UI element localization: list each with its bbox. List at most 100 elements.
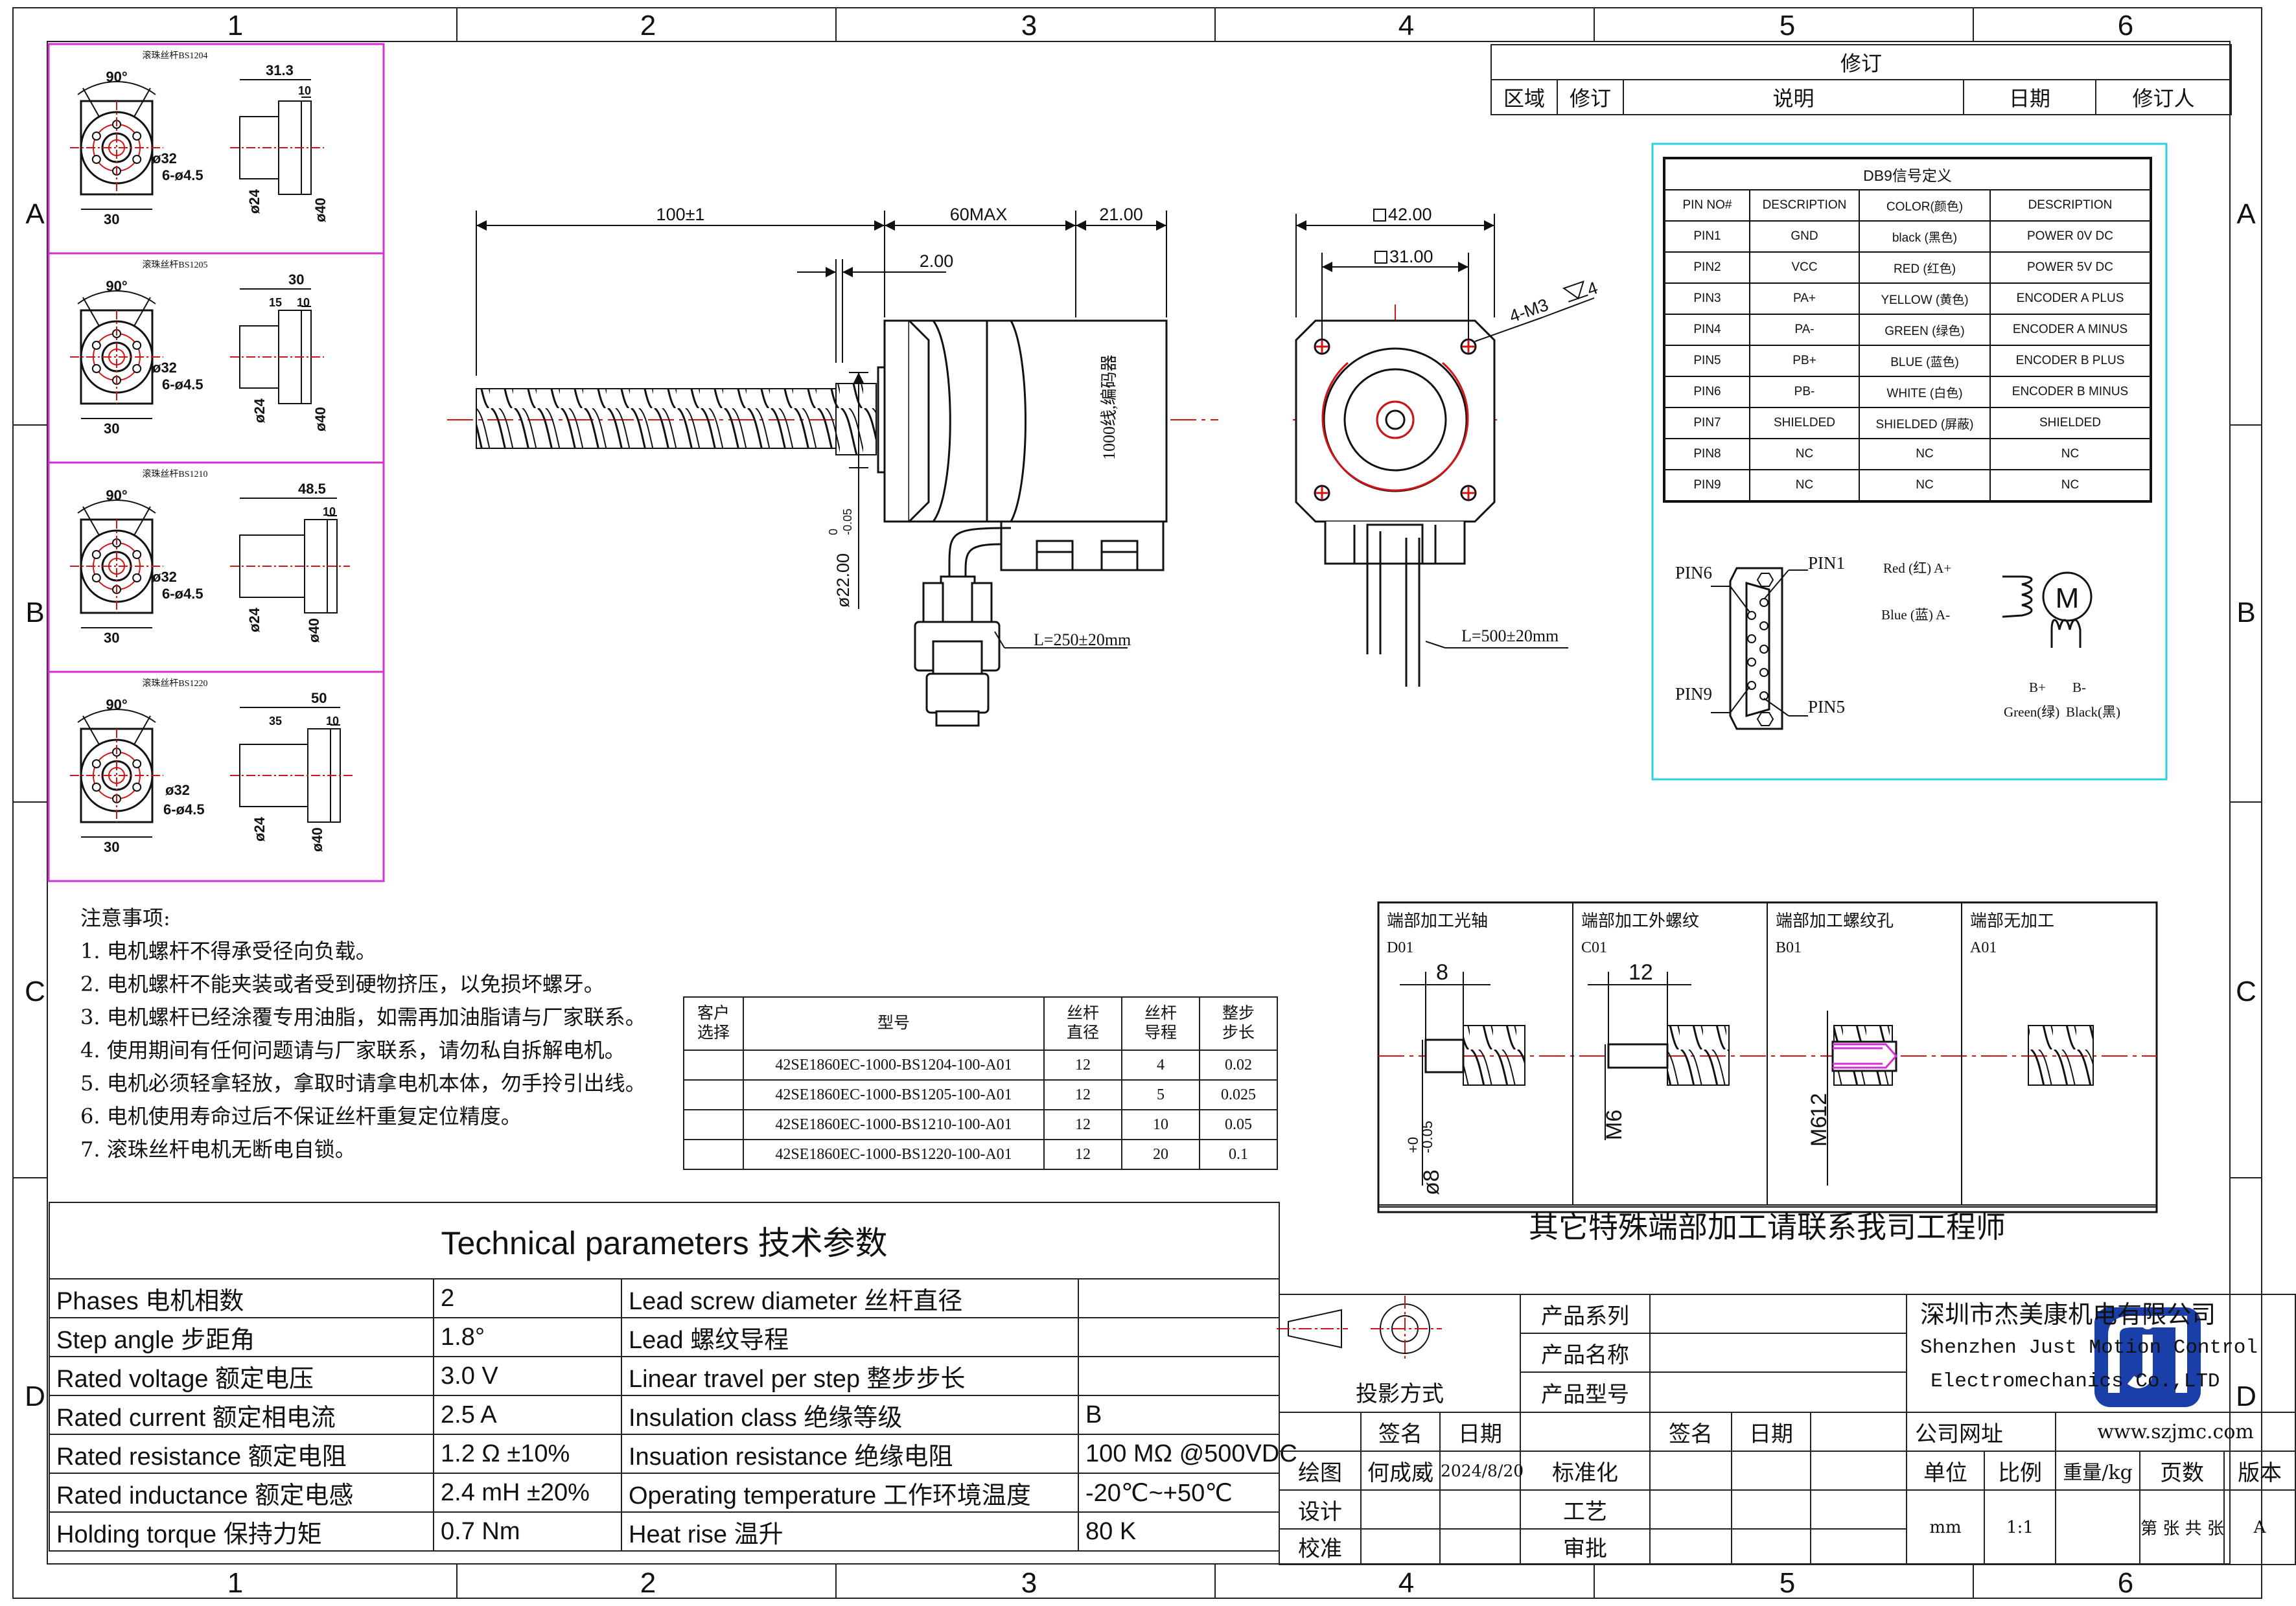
model-cell: 42SE1860EC-1000-BS1210-100-A01: [743, 1109, 1045, 1140]
model-header: 丝杆 直径: [1043, 996, 1122, 1051]
revision-header: 修订: [1557, 79, 1624, 115]
db9-cell: ENCODER A MINUS: [1989, 314, 2151, 346]
model-cell: 4: [1121, 1050, 1200, 1081]
b-minus: B-: [2072, 680, 2086, 695]
motor-body: [883, 319, 1168, 571]
flange-dim: ø24: [246, 189, 262, 214]
flange-dim: 10: [297, 296, 310, 309]
pin-label-5: PIN5: [1808, 697, 1845, 717]
model-cell: 0.1: [1199, 1139, 1278, 1170]
customer-select-cell[interactable]: [683, 1139, 744, 1170]
end-cell-code: B01: [1776, 939, 1802, 956]
param-value: [1078, 1356, 1280, 1396]
db9-cell: PIN2: [1664, 251, 1750, 284]
col-label: 1: [227, 10, 243, 41]
db9-title: DB9信号定义: [1664, 157, 2151, 190]
end-cell-code: D01: [1387, 939, 1413, 956]
db9-cell: PA-: [1749, 314, 1860, 346]
db9-cell: PB+: [1749, 345, 1860, 377]
notes-section: 注意事项: 1. 电机螺杆不得承受径向负载。2. 电机螺杆不能夹装或者受到硬物挤…: [80, 902, 664, 1166]
db9-cell: PB-: [1749, 376, 1860, 408]
flange-dim: 31.3: [266, 62, 294, 78]
revision-header: 修订人: [2094, 79, 2232, 115]
end-cell-dim: 12: [1629, 960, 1653, 985]
customer-select-cell[interactable]: [683, 1109, 744, 1140]
param-label: Holding torque 保持力矩: [49, 1511, 434, 1552]
end-cell-dim: 8: [1436, 960, 1448, 985]
flange-dim: 30: [104, 839, 119, 855]
row-label: C: [2236, 976, 2256, 1007]
flange-dim: ø32: [152, 569, 177, 585]
flange-angle: 90°: [106, 487, 127, 503]
revision-header: 区域: [1490, 79, 1558, 115]
flange-dim: ø24: [251, 398, 268, 423]
db9-cell: GREEN (绿色): [1859, 314, 1991, 346]
flange-angle: 90°: [106, 278, 127, 294]
db9-cell: YELLOW (黄色): [1859, 282, 1991, 315]
scale-value: 1:1: [1984, 1489, 2057, 1565]
col-label: 4: [1398, 1567, 1414, 1599]
draw-label: 绘图: [1279, 1451, 1362, 1491]
end-cell-title: 端部加工光轴: [1387, 912, 1488, 930]
b-plus: B+: [2029, 680, 2046, 695]
col-label: 2: [640, 1567, 656, 1599]
flange-dim: 15: [269, 296, 282, 309]
param-value: -20℃~+50℃: [1078, 1473, 1280, 1513]
param-label: Phases 电机相数: [49, 1278, 434, 1318]
col-label: 3: [1021, 1567, 1037, 1599]
note-item: 7. 滚珠丝杆电机无断电自锁。: [80, 1137, 356, 1162]
db9-cell: PIN4: [1664, 314, 1750, 346]
version-value: A: [2223, 1489, 2296, 1565]
pages-value: 第 张 共 张: [2139, 1489, 2225, 1565]
col-label: 2: [640, 10, 656, 41]
dim-length: 100±1: [656, 205, 705, 224]
motor-symbol: M: [2056, 582, 2080, 614]
db9-cell: NC: [1749, 469, 1860, 502]
frame-border: [12, 7, 2262, 1599]
check-label: 校准: [1279, 1528, 1362, 1565]
end-cell-title: 端部加工螺纹孔: [1776, 912, 1894, 930]
db9-cell: PIN1: [1664, 220, 1750, 253]
end-machining-cells: 端部加工光轴D01端部加工外螺纹C01端部加工螺纹孔B01端部无加工A018ø8…: [1387, 912, 2054, 1244]
motor-front-view: 42.00 31.00 4-M3 4 L=500±20mm: [1293, 205, 1600, 687]
end-machining-panel: [1377, 901, 2158, 1213]
flange-dim: 50: [311, 690, 327, 706]
svg-text:-0.05: -0.05: [841, 509, 854, 535]
dim-rear: 21.00: [1099, 205, 1143, 224]
note-item: 5. 电机必须轻拿轻放，拿取时请拿电机本体，勿手拎引出线。: [80, 1071, 646, 1096]
param-label: Rated inductance 额定电感: [49, 1473, 434, 1513]
db9-pinout-diagram: PIN6 PIN1 PIN9 PIN5 M Red (红) A+ Blue (蓝…: [1675, 553, 2120, 730]
db9-cell: NC: [1859, 469, 1991, 502]
pin-label-1: PIN1: [1808, 553, 1845, 573]
col-label: 6: [2118, 1567, 2133, 1599]
drawer-name: 何成威: [1360, 1451, 1441, 1491]
param-label: Lead 螺纹导程: [621, 1317, 1079, 1357]
row-label: D: [25, 1381, 45, 1412]
db9-cell: PIN8: [1664, 438, 1750, 470]
pages-label: 页数: [2139, 1451, 2225, 1491]
param-value: 2.5 A: [433, 1395, 622, 1435]
model-cell: 5: [1121, 1079, 1200, 1110]
param-value: [1078, 1278, 1280, 1318]
db9-cell: VCC: [1749, 251, 1860, 284]
param-value: 1.2 Ω ±10%: [433, 1434, 622, 1474]
model-cell: 20: [1121, 1139, 1200, 1170]
sign-label: 签名: [1360, 1412, 1441, 1452]
param-value: 3.0 V: [433, 1356, 622, 1396]
customer-select-cell[interactable]: [683, 1050, 744, 1081]
flange-dim: ø32: [152, 360, 177, 376]
flange-angle: 90°: [106, 696, 127, 713]
param-label: Linear travel per step 整步步长: [621, 1356, 1079, 1396]
customer-select-cell[interactable]: [683, 1079, 744, 1110]
